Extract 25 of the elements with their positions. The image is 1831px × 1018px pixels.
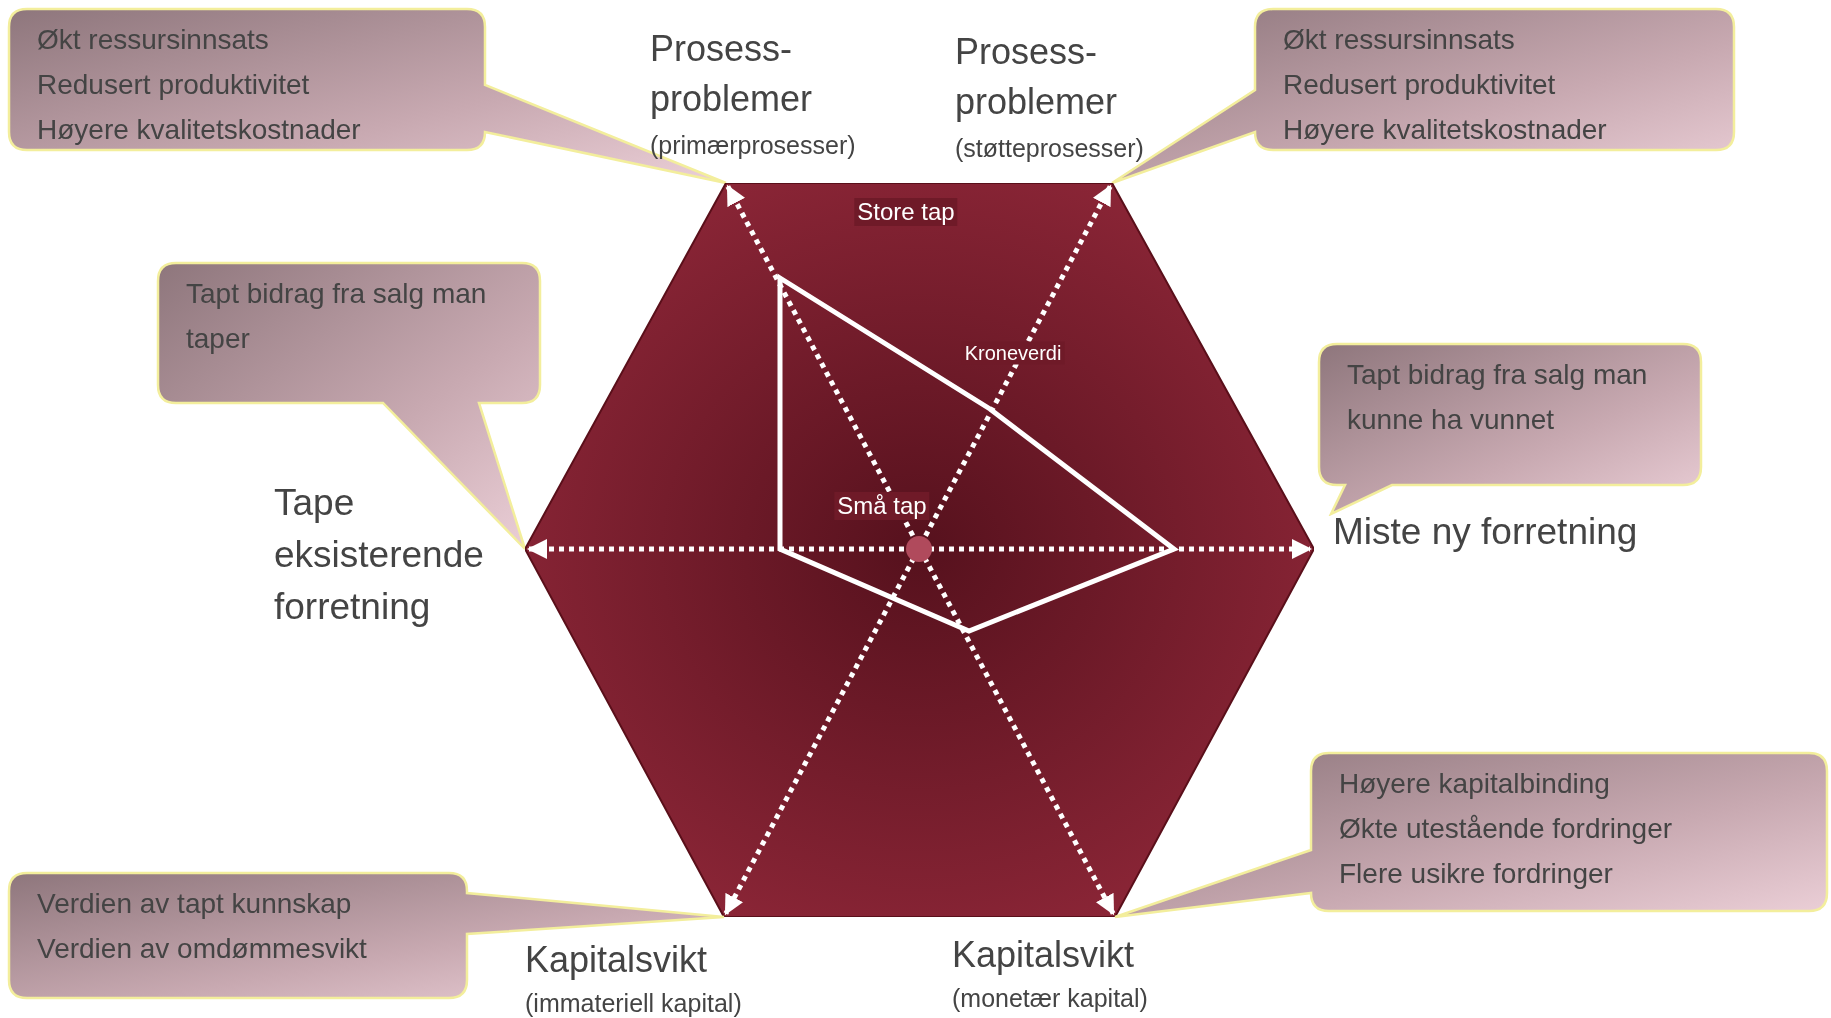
scale-label: Store tap xyxy=(854,198,958,226)
axis-sublabel: (primærprosesser) xyxy=(650,130,856,161)
axis-label: Prosess- problemer xyxy=(650,27,814,122)
callout-text: Økt ressursinnsats xyxy=(37,23,270,57)
axis-sublabel: (støtteprosesser) xyxy=(955,133,1144,164)
callout-text: Økt ressursinnsats xyxy=(1283,23,1516,57)
callout-text: Økte utestående fordringer xyxy=(1339,812,1674,846)
scale-label: Små tap xyxy=(834,492,930,520)
axis-label: Kapitalsvikt xyxy=(952,933,1135,977)
callout-text: Høyere kvalitetskostnader xyxy=(37,113,362,147)
callout-text: Flere usikre fordringer xyxy=(1339,857,1614,891)
axis-label: Kapitalsvikt xyxy=(525,938,708,982)
callout-text: Tapt bidrag fra salg man kunne ha vunnet xyxy=(1347,358,1649,437)
axis-sublabel: (immateriell kapital) xyxy=(525,988,742,1018)
callout-text: Høyere kapitalbinding xyxy=(1339,767,1611,801)
callout-text: Redusert produktivitet xyxy=(1283,68,1557,102)
callout-text: Verdien av tapt kunnskap xyxy=(37,887,353,921)
axis-sublabel: (monetær kapital) xyxy=(952,983,1148,1014)
axis-label: Prosess- problemer xyxy=(955,30,1119,125)
axis-label: Tape eksisterende forretning xyxy=(274,481,485,629)
callout-text: Høyere kvalitetskostnader xyxy=(1283,113,1608,147)
callout-text: Redusert produktivitet xyxy=(37,68,311,102)
callout-text: Tapt bidrag fra salg man taper xyxy=(186,277,488,356)
callout-text: Verdien av omdømmesvikt xyxy=(37,932,368,966)
axis-label: Miste ny forretning xyxy=(1333,510,1638,554)
